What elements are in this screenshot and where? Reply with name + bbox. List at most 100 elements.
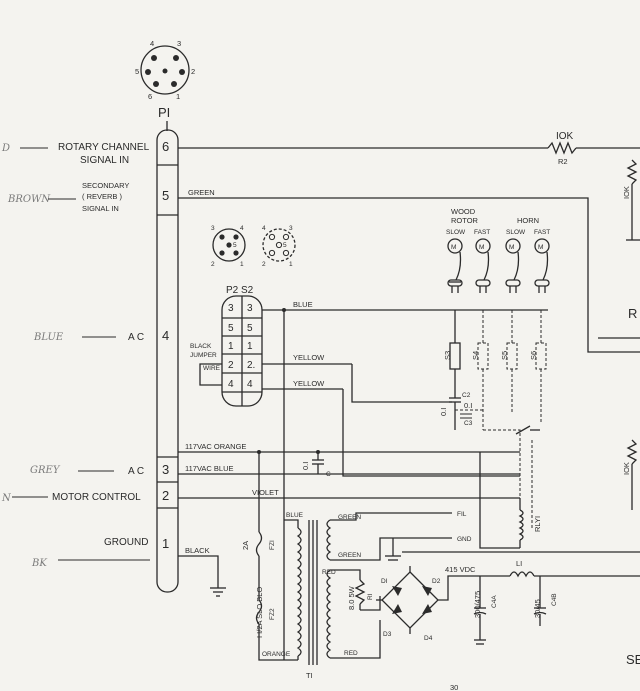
cap-name: C bbox=[326, 471, 331, 478]
handwritten-note: D bbox=[1, 143, 10, 154]
pin-label: A C bbox=[128, 466, 144, 477]
p2-s2-terminal-block: P2 S2 3 3 5 5 1 1 2 2. 4 4 BLACK JUMPER … bbox=[190, 285, 263, 407]
inductor-label: LI bbox=[516, 559, 522, 568]
wire-label: BLUE bbox=[286, 512, 304, 519]
motor-group-title: HORN bbox=[517, 216, 539, 225]
p2-title: P2 S2 bbox=[226, 285, 254, 296]
p1-pin-number: 4 bbox=[162, 328, 169, 343]
ground-wire: BLACK bbox=[178, 546, 226, 597]
s2-pin-label: 3 bbox=[289, 225, 293, 232]
pin-label: A C bbox=[128, 332, 144, 343]
speed-label: FAST bbox=[534, 229, 550, 236]
wire-label: GREEN bbox=[338, 514, 361, 521]
s2-pin: 3 bbox=[247, 303, 253, 314]
p1-title: PI bbox=[158, 105, 170, 120]
pin-label: GROUND bbox=[104, 537, 148, 548]
resistor-r1: 8.0 5W RI bbox=[347, 579, 381, 611]
p1-pin-number: 6 bbox=[162, 139, 169, 154]
fuse-label: 2A bbox=[241, 541, 250, 550]
p2-pin-label: 2 bbox=[211, 261, 215, 268]
p1-pin-label: 6 bbox=[148, 92, 152, 101]
filter-section: 415 VDC 300/475 C4A LI 30/45 C4B bbox=[402, 551, 640, 645]
wire-label: GREEN bbox=[188, 188, 215, 197]
handwritten-note: BROWN bbox=[7, 194, 51, 205]
p2-wires: BLUE YELLOW YELLOW bbox=[262, 300, 548, 660]
cap-name: C4A bbox=[491, 595, 498, 608]
relay-rly1: RLYI bbox=[479, 452, 542, 549]
switch-label: S6 bbox=[529, 351, 538, 360]
p2-pin: 1 bbox=[228, 341, 234, 352]
p2-pin: 5 bbox=[228, 323, 234, 334]
motor-4: M bbox=[534, 238, 550, 293]
p1-pin-label: 4 bbox=[150, 39, 154, 48]
motor-3: M bbox=[505, 238, 521, 293]
p1-pin-labels: D ROTARY CHANNEL SIGNAL IN BROWN SECONDA… bbox=[1, 142, 150, 569]
right-label-se: SE bbox=[626, 652, 640, 667]
voltage-label: 415 VDC bbox=[445, 565, 476, 574]
pin-label: SIGNAL IN bbox=[80, 155, 129, 166]
right-edge-components: IOK R IOK SE bbox=[598, 159, 640, 667]
transformer-name: TI bbox=[306, 671, 313, 680]
switch-label: S4 bbox=[471, 351, 480, 360]
speed-label: FAST bbox=[474, 229, 490, 236]
resistor-value: IOK bbox=[622, 462, 631, 475]
wire-label: YELLOW bbox=[293, 379, 325, 388]
resistor-value: IOK bbox=[622, 186, 631, 199]
cap-value: 0.I bbox=[439, 408, 448, 416]
r2-name: R2 bbox=[558, 157, 568, 166]
relay-label: RLYI bbox=[533, 516, 542, 532]
jumper-label: JUMPER bbox=[190, 352, 217, 359]
motor-group-title: WOOD bbox=[451, 207, 476, 216]
jumper-label: BLACK bbox=[190, 343, 212, 350]
signal-wires: IOK R2 GREEN bbox=[178, 131, 640, 353]
right-label-r: R bbox=[628, 306, 637, 321]
r1-value: 8.0 5W bbox=[347, 585, 356, 610]
p1-pin-label: 3 bbox=[177, 39, 181, 48]
ac-wiring: 117VAC ORANGE 117VAC BLUE 0.I C VIOLET bbox=[178, 440, 533, 530]
p2-pin-label: 5 bbox=[233, 242, 237, 249]
r1-name: RI bbox=[367, 593, 374, 600]
handwritten-note: BK bbox=[31, 558, 47, 569]
handwritten-note: GREY bbox=[30, 465, 61, 476]
diode-label: D2 bbox=[432, 578, 441, 585]
cap-value: 300/475 bbox=[473, 591, 482, 618]
s2-pin: 4 bbox=[247, 379, 253, 390]
diode-label: D3 bbox=[383, 631, 392, 638]
wire-label: 117VAC ORANGE bbox=[185, 442, 246, 451]
diode-label: DI bbox=[381, 578, 388, 585]
pin-label: ( REVERB ) bbox=[82, 192, 123, 201]
p1-pin-number: 1 bbox=[162, 536, 169, 551]
cap-name: C3 bbox=[464, 420, 473, 427]
cap-value: 0.I bbox=[464, 401, 472, 410]
motor-group: WOOD ROTOR HORN SLOW FAST SLOW FAST M M … bbox=[446, 207, 550, 293]
s2-pin: 2. bbox=[247, 360, 255, 371]
cap-value: 30/45 bbox=[533, 599, 542, 618]
s2-pin-label: 5 bbox=[283, 242, 287, 249]
wire-label: VIOLET bbox=[252, 488, 279, 497]
terminal-label: GND bbox=[457, 536, 472, 543]
speed-label: SLOW bbox=[446, 229, 466, 236]
motor-symbol: M bbox=[538, 244, 543, 251]
s2-pin-label: 4 bbox=[262, 225, 266, 232]
jumper-label: WIRE bbox=[203, 365, 221, 372]
p1-pin-number: 3 bbox=[162, 462, 169, 477]
r2-value: IOK bbox=[556, 131, 574, 142]
wire-label: RED bbox=[322, 569, 336, 576]
cap-value: 0.I bbox=[301, 462, 310, 470]
pin-label: MOTOR CONTROL bbox=[52, 492, 141, 503]
p1-round-connector: 4 3 5 2 6 1 PI bbox=[135, 39, 195, 131]
p2-pin-label: 3 bbox=[211, 225, 215, 232]
s2-pin-label: 1 bbox=[289, 261, 293, 268]
switch-label: S5 bbox=[500, 351, 509, 360]
pin-label: SIGNAL IN bbox=[82, 204, 119, 213]
motor-symbol: M bbox=[451, 244, 456, 251]
motor-symbol: M bbox=[479, 244, 484, 251]
motor-1: M bbox=[447, 238, 463, 293]
page-number: 30 bbox=[450, 683, 458, 691]
wire-label: RED bbox=[344, 650, 358, 657]
pin-label: SECONDARY bbox=[82, 181, 129, 190]
p1-pin-number: 5 bbox=[162, 188, 169, 203]
cap-name: C4B bbox=[551, 593, 558, 606]
